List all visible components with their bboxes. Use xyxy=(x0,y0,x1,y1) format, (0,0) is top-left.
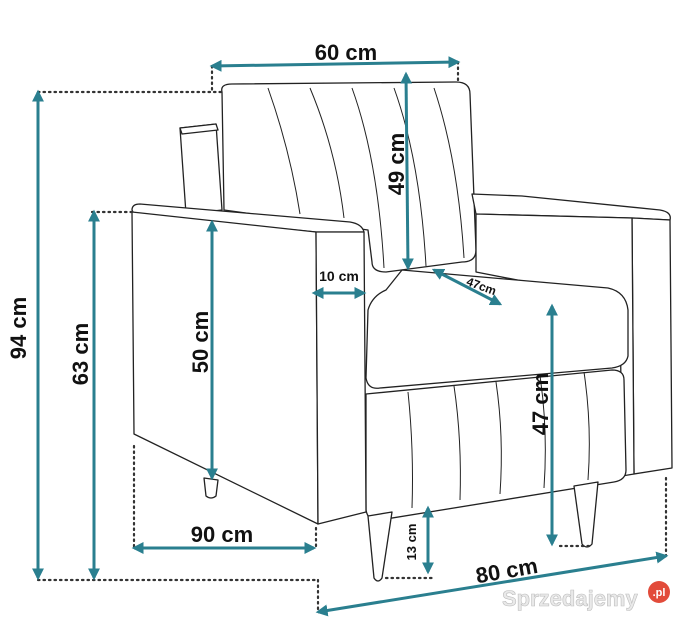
label-leg-height: 13 cm xyxy=(404,524,419,561)
watermark-badge-text: .pl xyxy=(653,587,666,599)
watermark: Sprzedajemy .pl xyxy=(502,581,670,611)
cushion-channel-2 xyxy=(309,87,345,219)
arrow-seat-depth xyxy=(431,268,503,306)
watermark-badge xyxy=(648,581,670,603)
base-channel-3 xyxy=(495,381,502,495)
label-armrest-width: 10 cm xyxy=(319,268,359,284)
base-channel-2 xyxy=(453,385,461,501)
seat-cushion xyxy=(365,269,629,389)
dimension-arrows xyxy=(32,56,669,617)
arrow-cushion-width xyxy=(209,56,461,72)
label-arm-height: 63 cm xyxy=(68,323,93,385)
label-cushion-width: 60 cm xyxy=(315,40,377,65)
label-armrest-height: 50 cm xyxy=(188,311,213,373)
leg-front-right xyxy=(573,481,599,548)
cushion-channel-4 xyxy=(393,87,427,267)
arrow-cushion-height xyxy=(400,71,414,271)
label-total-height: 94 cm xyxy=(6,297,31,359)
label-depth: 90 cm xyxy=(191,522,253,547)
back-armrest-top xyxy=(179,123,219,135)
cushion-channel-1 xyxy=(267,87,301,215)
leg-back-left xyxy=(203,477,219,499)
watermark-text: Sprzedajemy xyxy=(502,586,638,611)
label-cushion-height: 49 cm xyxy=(384,133,409,195)
back-armrest xyxy=(179,123,223,215)
right-armrest-front xyxy=(631,217,673,475)
arrow-width xyxy=(315,551,669,617)
cushion-channel-3 xyxy=(351,87,385,269)
base-channel-1 xyxy=(407,391,413,509)
label-width: 80 cm xyxy=(474,553,540,588)
leg-front-left xyxy=(367,511,393,582)
base-channel-5 xyxy=(583,371,590,481)
left-armrest-side xyxy=(131,211,319,525)
left-armrest-front xyxy=(315,231,367,525)
cushion-channel-5 xyxy=(433,87,465,259)
base-channel-4 xyxy=(539,375,546,489)
label-seat-height: 47 cm xyxy=(528,373,553,435)
